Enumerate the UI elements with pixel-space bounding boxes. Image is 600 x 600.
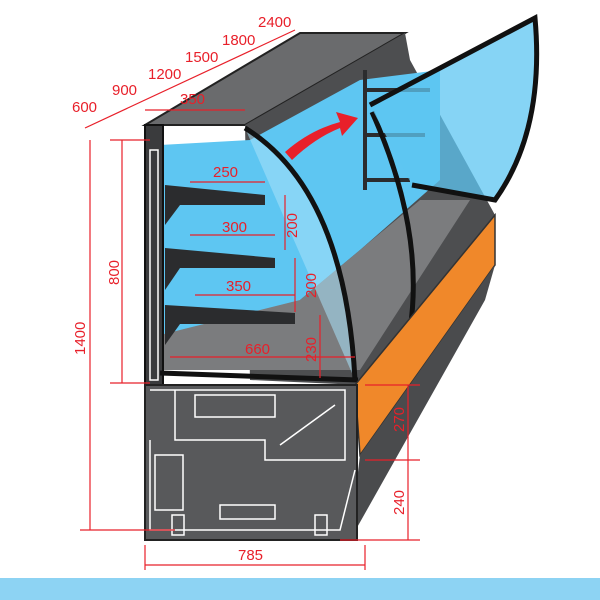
open-arrow-icon [285,112,358,160]
label-2400: 2400 [258,14,291,31]
label-gap-1: 200 [284,213,301,238]
label-270: 270 [391,407,408,432]
interior-floor [160,200,470,370]
bottom-bar [0,578,600,600]
foot-left [171,514,185,536]
base-body [144,384,358,541]
label-785: 785 [238,547,263,564]
label-240: 240 [391,490,408,515]
front-frame [144,124,164,386]
label-shelf-3: 350 [226,278,251,295]
label-1400: 1400 [72,322,89,355]
dimension-lines [80,29,420,570]
label-1200: 1200 [148,66,181,83]
label-600: 600 [72,99,97,116]
label-800: 800 [106,260,123,285]
label-shelf-1: 250 [213,164,238,181]
label-660: 660 [245,341,270,358]
label-1800: 1800 [222,32,255,49]
lifted-glass [368,14,540,203]
label-shelf-2: 300 [222,219,247,236]
base-side [350,265,495,540]
floor-line [159,370,359,383]
label-900: 900 [112,82,137,99]
base-outline [149,389,356,531]
label-gap-2: 200 [303,273,320,298]
second-glass [369,110,416,331]
label-350-top: 350 [180,91,205,108]
front-glass [243,125,358,381]
shelves [165,185,295,345]
label-gap-3: 230 [303,337,320,362]
foot-right [314,514,328,536]
door-frame [149,149,159,381]
label-1500: 1500 [185,49,218,66]
